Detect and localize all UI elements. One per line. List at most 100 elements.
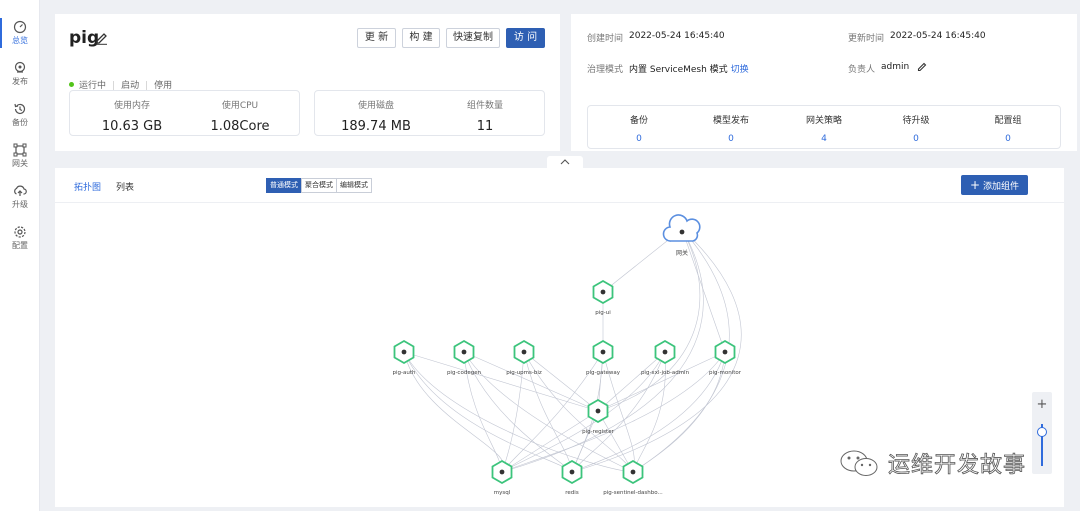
- created-time-label: 创建时间: [587, 34, 624, 44]
- service-node-label: pig-upms-biz: [506, 370, 542, 376]
- sidebar-item-label: 网关: [12, 159, 28, 168]
- count-value[interactable]: 0: [913, 134, 919, 144]
- tab-list[interactable]: 列表: [116, 183, 135, 193]
- app-info-card: 创建时间 2022-05-24 16:45:40 更新时间 2022-05-24…: [571, 14, 1077, 151]
- node-dot: [630, 469, 636, 475]
- zoom-in-button[interactable]: +: [1036, 397, 1048, 412]
- service-node[interactable]: pig-monitor: [709, 339, 742, 376]
- normal-mode-button[interactable]: 普通模式: [266, 178, 302, 193]
- count-label: 模型发布: [712, 116, 749, 126]
- count-value[interactable]: 4: [821, 134, 827, 144]
- build-button[interactable]: 构 建: [402, 28, 440, 48]
- sidebar-item-label: 发布: [12, 77, 28, 86]
- quick-copy-button[interactable]: 快速复制: [446, 28, 500, 48]
- sidebar-item-label: 配置: [12, 241, 28, 250]
- service-node[interactable]: redis: [561, 459, 583, 496]
- disk-stat: 使用磁盘 189.74 MB: [326, 98, 426, 134]
- model-release-count[interactable]: 模型发布 0: [685, 113, 777, 144]
- gear-icon: [14, 226, 26, 238]
- edit-mode-button[interactable]: 编辑模式: [336, 178, 372, 193]
- service-node-label: pig-monitor: [709, 370, 742, 376]
- disk-value: 189.74 MB: [341, 119, 411, 134]
- node-dot: [569, 469, 575, 475]
- service-node-label: pig-register: [582, 429, 614, 435]
- count-value[interactable]: 0: [728, 134, 734, 144]
- running-status: 运行中: [79, 81, 107, 91]
- service-node[interactable]: pig-upms-biz: [506, 339, 542, 376]
- memory-label: 使用内存: [113, 101, 150, 111]
- service-node[interactable]: pig-gateway: [586, 339, 621, 376]
- publish-icon: [14, 61, 26, 73]
- service-node-label: pig-auth: [393, 370, 417, 376]
- dashboard-icon: [13, 20, 27, 34]
- service-node[interactable]: pig-codegen: [447, 339, 482, 376]
- node-dot: [401, 349, 407, 355]
- service-node-label: pig-sentinel-dashbo...: [603, 490, 663, 496]
- sidebar-item-overview[interactable]: 总览: [0, 14, 40, 52]
- count-label: 备份: [629, 116, 648, 126]
- tab-topology[interactable]: 拓扑图: [74, 183, 102, 193]
- cpu-label: 使用CPU: [221, 101, 259, 111]
- memory-value: 10.63 GB: [101, 119, 163, 134]
- sidebar-item-gateway[interactable]: 网关: [0, 137, 40, 175]
- node-dot: [595, 408, 601, 414]
- gateway-node[interactable]: 网关: [662, 214, 701, 257]
- governance-mode: 内置 ServiceMesh 模式: [629, 65, 728, 75]
- status-line: 运行中|启动|停用: [69, 78, 172, 91]
- node-dot: [521, 349, 527, 355]
- service-node[interactable]: pig-auth: [393, 339, 417, 376]
- service-node-label: redis: [565, 490, 579, 496]
- edit-owner-icon[interactable]: [917, 61, 927, 75]
- config-group-count[interactable]: 配置组 0: [962, 113, 1054, 144]
- sidebar-item-label: 总览: [12, 36, 28, 45]
- count-label: 配置组: [994, 116, 1022, 126]
- service-node[interactable]: mysql: [491, 459, 513, 496]
- update-button[interactable]: 更 新: [357, 28, 396, 48]
- gateway-label: 网关: [676, 249, 688, 257]
- count-value[interactable]: 0: [636, 134, 642, 144]
- switch-link[interactable]: 切换: [730, 65, 749, 75]
- storage-stats-box: 使用磁盘 189.74 MB 组件数量 11: [314, 90, 545, 136]
- service-node-label: pig-ui: [595, 310, 611, 316]
- updated-time-value: 2022-05-24 16:45:40: [890, 31, 986, 41]
- topology-card: [55, 168, 1064, 507]
- node-dot: [662, 349, 668, 355]
- watermark-text: 运维开发故事: [888, 453, 1027, 479]
- zoom-control: +: [1032, 392, 1052, 474]
- node-dot: [461, 349, 467, 355]
- sidebar-item-publish[interactable]: 发布: [0, 55, 40, 93]
- stop-action[interactable]: 停用: [154, 81, 173, 91]
- sidebar-item-label: 升级: [12, 200, 28, 209]
- visit-button[interactable]: 访 问: [506, 28, 545, 48]
- service-node[interactable]: pig-sentinel-dashbo...: [603, 459, 663, 496]
- service-node[interactable]: pig-register: [582, 398, 615, 435]
- add-component-label: 添加组件: [983, 182, 1020, 192]
- updated-time-label: 更新时间: [848, 34, 885, 44]
- backup-count[interactable]: 备份 0: [593, 113, 685, 144]
- component-count-label: 组件数量: [466, 101, 503, 111]
- add-component-button[interactable]: +添加组件: [961, 175, 1028, 195]
- sidebar-item-backup[interactable]: 备份: [0, 96, 40, 134]
- node-dot: [600, 349, 606, 355]
- sidebar-item-config[interactable]: 配置: [0, 219, 40, 257]
- zoom-slider-handle[interactable]: [1037, 427, 1047, 437]
- app-summary-card: pig 更 新 构 建 快速复制 访 问 运行中|启动|停用 使用内存 10.6…: [55, 14, 560, 151]
- sidebar-item-upgrade[interactable]: 升级: [0, 178, 40, 216]
- service-node[interactable]: pig-ui: [592, 279, 614, 316]
- collapse-toggle[interactable]: [547, 156, 583, 168]
- service-node[interactable]: pig-xxl-job-admin: [641, 339, 690, 376]
- plus-icon: +: [969, 178, 981, 192]
- count-value[interactable]: 0: [1005, 134, 1011, 144]
- view-mode-group: 普通模式 聚合模式 编辑模式: [266, 178, 372, 193]
- memory-stat: 使用内存 10.63 GB: [82, 98, 182, 134]
- start-action[interactable]: 启动: [121, 81, 140, 91]
- app-name: pig: [69, 28, 100, 48]
- component-count-value: 11: [476, 119, 494, 134]
- cpu-stat: 使用CPU 1.08Core: [190, 98, 290, 134]
- zoom-slider[interactable]: [1041, 424, 1043, 466]
- service-node-label: pig-gateway: [586, 370, 621, 376]
- edit-icon[interactable]: [95, 31, 108, 48]
